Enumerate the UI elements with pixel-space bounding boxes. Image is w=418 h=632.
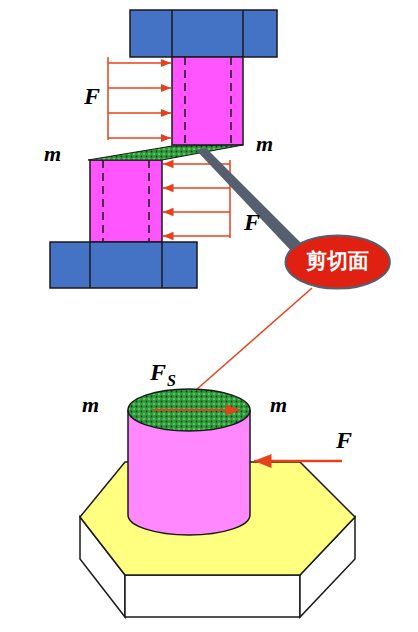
callout-text: 剪切面 xyxy=(306,250,369,273)
force-label: m xyxy=(44,143,61,165)
force-label: F xyxy=(244,210,260,234)
callout-ellipse-outline xyxy=(286,236,390,289)
force-label: m xyxy=(270,394,287,416)
shear-plane xyxy=(88,145,243,160)
force-label: F xyxy=(150,360,166,384)
force-arrow xyxy=(254,460,342,463)
callout-pointer xyxy=(196,148,306,256)
bolt-lower xyxy=(90,160,162,242)
leader-line xyxy=(196,288,312,390)
force-label: F xyxy=(336,428,352,452)
distributed-force-right xyxy=(108,57,171,140)
lower-plate xyxy=(50,242,197,288)
force-label: m xyxy=(82,394,99,416)
callout-ellipse: 剪切面 xyxy=(284,234,391,290)
force-label: F xyxy=(84,84,100,108)
shear-force-arrow xyxy=(153,409,240,411)
force-label: m xyxy=(256,133,273,155)
upper-plate xyxy=(130,10,277,57)
bolt-cylinder xyxy=(128,389,250,535)
subscript: S xyxy=(167,373,176,389)
bolt-upper xyxy=(172,57,243,145)
